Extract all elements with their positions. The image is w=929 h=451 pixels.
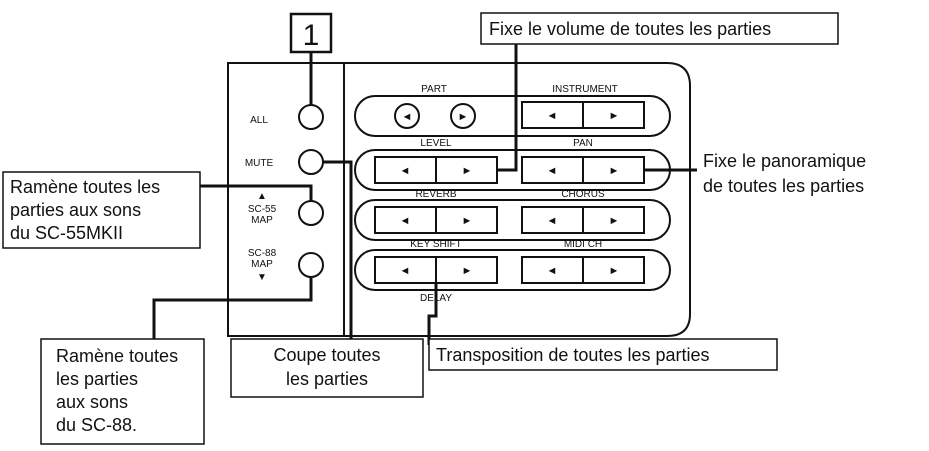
pan-left-arrow-icon: ◄ (547, 165, 558, 177)
panel-frame (227, 62, 691, 337)
level-label: LEVEL (420, 138, 452, 149)
row4-frame (354, 249, 671, 291)
mute-button[interactable] (298, 149, 324, 175)
all-button[interactable] (298, 104, 324, 130)
callout-mute-line1: Coupe toutes (273, 345, 380, 365)
sc55-map-button[interactable] (298, 200, 324, 226)
callout-pan-line2: de toutes les parties (703, 176, 864, 196)
callout-transpose-text: Transposition de toutes les parties (436, 345, 709, 365)
row3-frame (354, 199, 671, 241)
callout-mute-box (230, 338, 424, 398)
reverb-left-arrow-icon: ◄ (400, 215, 411, 227)
part-left-arrow-icon: ◄ (402, 111, 413, 123)
level-left-arrow-icon: ◄ (400, 165, 411, 177)
part-right-arrow-icon: ► (458, 111, 469, 123)
mute-label: MUTE (245, 158, 274, 169)
key-shift-label: KEY SHIFT (410, 239, 462, 250)
callout-volume-text: Fixe le volume de toutes les parties (489, 19, 771, 39)
midi-ch-right-arrow-icon: ► (609, 265, 620, 277)
key-shift-left-arrow-icon: ◄ (400, 265, 411, 277)
callout-sc88-line3: aux sons (56, 392, 128, 412)
sc88-label-line1: SC-88 (248, 248, 277, 259)
part-label: PART (421, 84, 447, 95)
midi-ch-left-arrow-icon: ◄ (547, 265, 558, 277)
callout-sc55-box (2, 171, 201, 249)
callout-sc88-line1: Ramène toutes (56, 346, 178, 366)
part-right-button[interactable] (450, 103, 476, 129)
callout-sc88-line2: les parties (56, 369, 138, 389)
callout-pan-line1: Fixe le panoramique (703, 151, 866, 171)
sc55-label-line2: MAP (251, 215, 273, 226)
instrument-left-arrow-icon: ◄ (547, 110, 558, 122)
pan-label: PAN (573, 138, 593, 149)
chorus-right-arrow-icon: ► (609, 215, 620, 227)
sc88-label-line2: MAP (251, 259, 273, 270)
callout-sc88-line4: du SC-88. (56, 415, 137, 435)
callout-sc55-line3: du SC-55MKII (10, 223, 123, 243)
callout-volume-box (480, 12, 839, 45)
midi-ch-label: MIDI CH (564, 239, 602, 250)
sc88-down-triangle-icon: ▼ (257, 272, 267, 283)
reverb-right-arrow-icon: ► (462, 215, 473, 227)
callout-mute-line2: les parties (286, 369, 368, 389)
callout-sc88-box (40, 338, 205, 445)
leader-lines (152, 38, 697, 345)
callout-sc55-line1: Ramène toutes les (10, 177, 160, 197)
sc88-map-button[interactable] (298, 252, 324, 278)
instrument-label: INSTRUMENT (552, 84, 618, 95)
level-right-arrow-icon: ► (462, 165, 473, 177)
all-label: ALL (250, 115, 268, 126)
step-number: 1 (303, 19, 320, 52)
pan-right-arrow-icon: ► (609, 165, 620, 177)
chorus-left-arrow-icon: ◄ (547, 215, 558, 227)
part-left-button[interactable] (394, 103, 420, 129)
callout-sc55-line2: parties aux sons (10, 200, 141, 220)
sc55-up-triangle-icon: ▲ (257, 191, 267, 202)
row1-frame (354, 95, 671, 137)
sc55-label-line1: SC-55 (248, 204, 277, 215)
key-shift-right-arrow-icon: ► (462, 265, 473, 277)
chorus-label: CHORUS (561, 189, 605, 200)
callout-transpose-box (428, 338, 778, 371)
instrument-right-arrow-icon: ► (609, 110, 620, 122)
reverb-label: REVERB (415, 189, 456, 200)
